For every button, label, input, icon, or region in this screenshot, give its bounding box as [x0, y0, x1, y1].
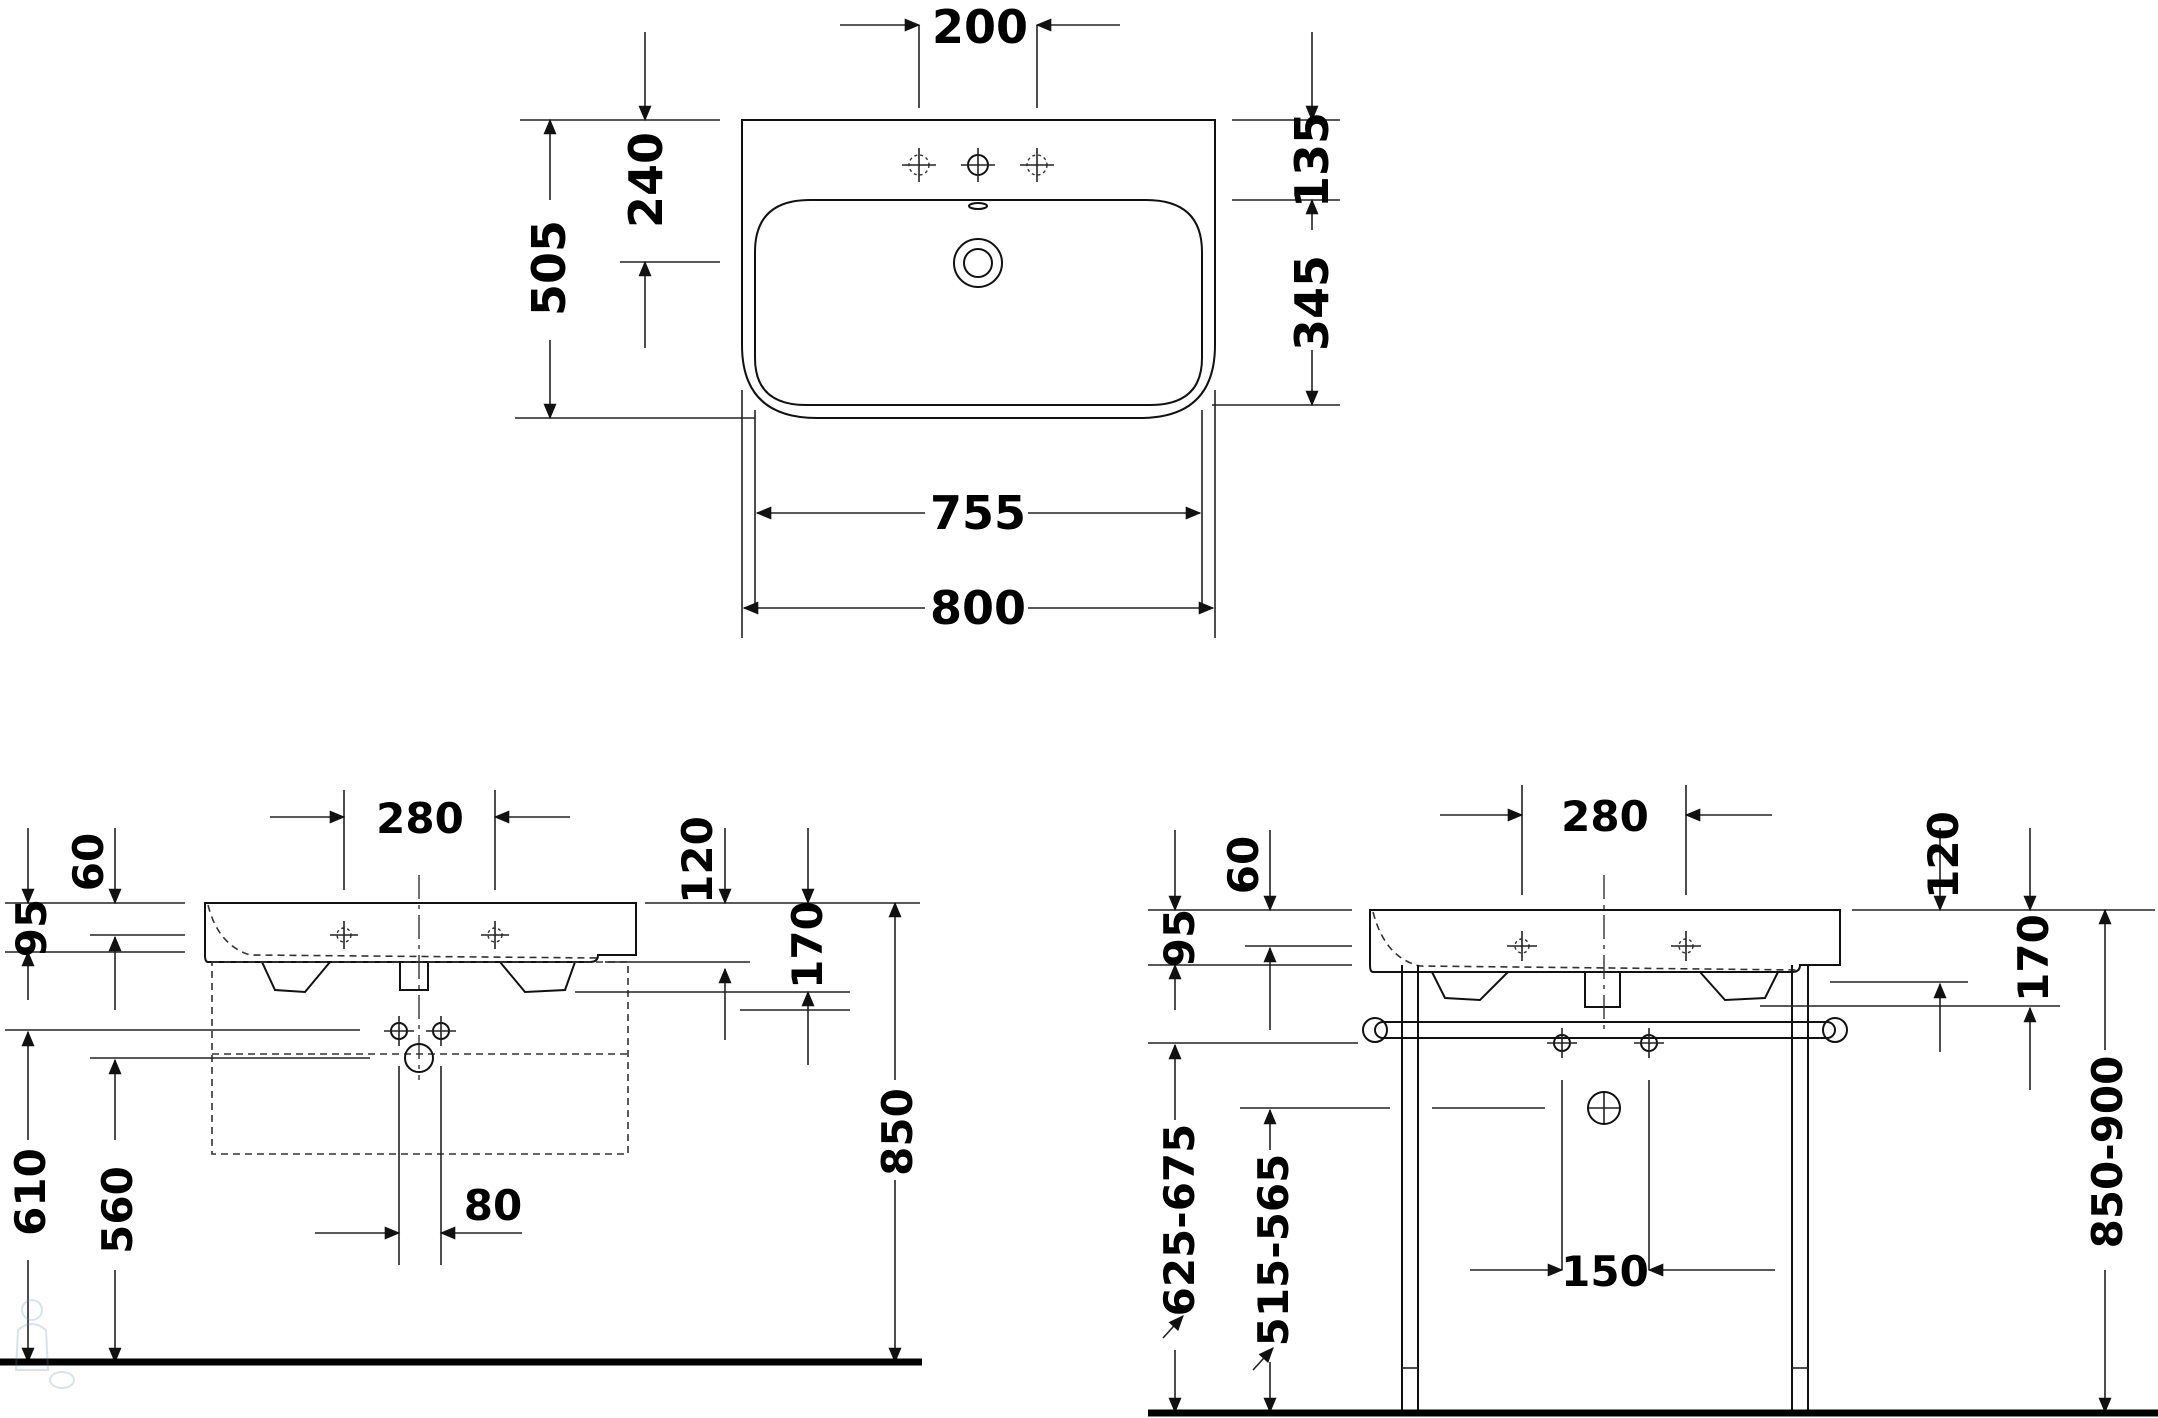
basin-outline-top	[741, 119, 1216, 419]
dim-rim-95-left: 95	[7, 899, 56, 957]
tap-holes-top	[902, 148, 1054, 182]
wall-waste-left	[404, 1043, 434, 1073]
basin-profile-right	[1369, 909, 1841, 973]
supply-valves-left	[384, 1016, 456, 1046]
dim-80: 80	[464, 1181, 522, 1230]
plumber-logo-icon	[14, 1299, 75, 1389]
dim-120-left: 120	[673, 816, 722, 904]
dim-tap-spacing-left: 280	[376, 794, 464, 843]
dim-range-850-900: 850-900	[2083, 1056, 2132, 1249]
dim-range-515-565: 515-565	[1249, 1154, 1298, 1347]
dim-170-left: 170	[783, 901, 832, 989]
dim-rim-60-right: 60	[1219, 836, 1268, 894]
dim-total-width: 800	[930, 581, 1026, 635]
bowl-outline-top	[754, 199, 1203, 406]
dim-rim-95-right: 95	[1155, 909, 1204, 967]
dim-bowl-width: 755	[930, 486, 1026, 540]
tap-holes-left	[330, 921, 509, 949]
dim-120-right: 120	[1919, 811, 1968, 899]
dim-170-right: 170	[2009, 914, 2058, 1002]
dim-total-depth: 505	[522, 220, 576, 316]
waste-outlet-top	[953, 238, 1003, 288]
dim-rim-60-left: 60	[64, 833, 113, 891]
overflow-hole-top	[968, 202, 988, 210]
dim-rear-to-bowl: 135	[1285, 112, 1339, 208]
side-view-right: 280 60 95 625-675 515-565 120 170	[1148, 785, 2158, 1417]
side-view-left: 280 60 95 610 560 120 170 850	[0, 790, 922, 1366]
dim-range-625-675: 625-675	[1155, 1124, 1204, 1317]
dim-560: 560	[93, 1166, 142, 1254]
dim-850: 850	[873, 1088, 922, 1176]
metal-frame	[1362, 965, 1848, 1412]
basin-profile-left	[204, 902, 637, 963]
wall-waste-right	[1587, 1091, 1621, 1125]
supply-valves-right	[1547, 1028, 1664, 1058]
dim-tap-spacing-right: 280	[1561, 792, 1649, 841]
dim-tap-to-waste: 240	[619, 132, 673, 228]
dim-tap-spacing-top: 200	[932, 0, 1028, 54]
towel-rail[interactable]	[1374, 1021, 1836, 1039]
tap-holes-right	[1507, 931, 1701, 961]
dim-610: 610	[6, 1148, 55, 1236]
top-view: 200 240 505 135 345 755 800	[515, 0, 1340, 638]
dim-bowl-depth: 345	[1285, 255, 1339, 351]
dim-150: 150	[1561, 1247, 1649, 1296]
